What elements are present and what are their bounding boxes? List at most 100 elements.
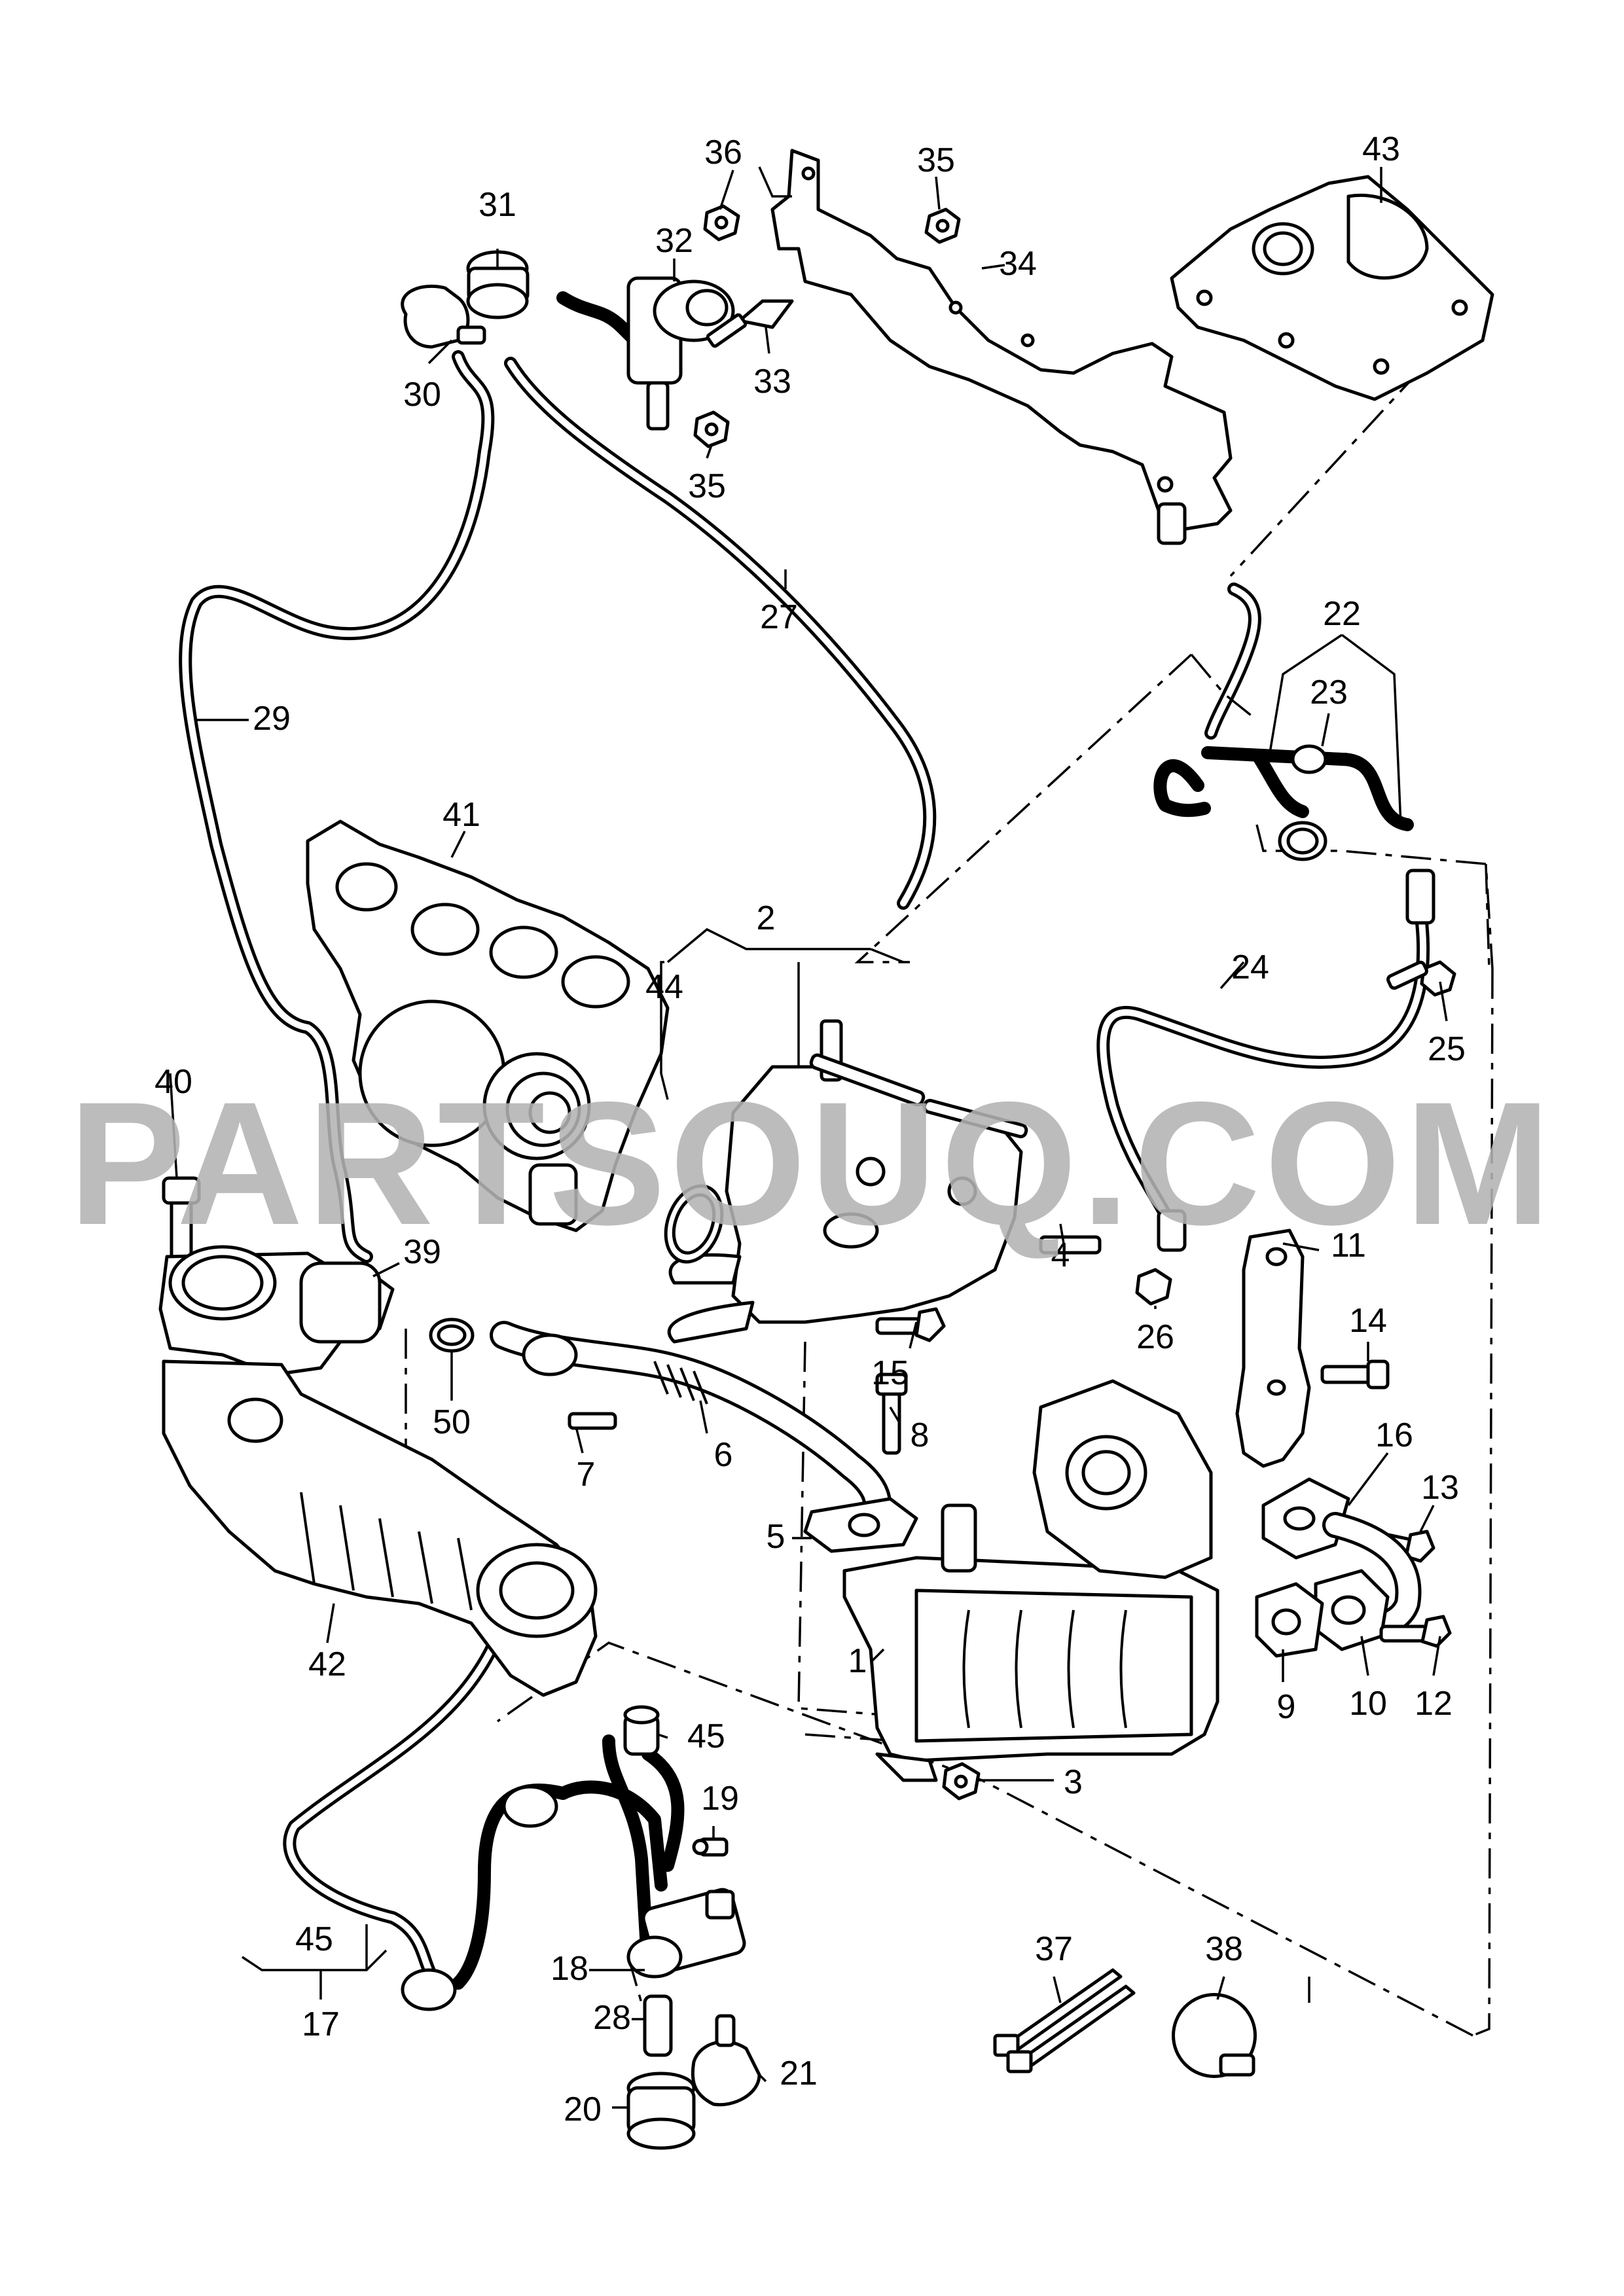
hose-17 <box>283 1630 668 1996</box>
hose-22 <box>1153 746 1414 831</box>
callout-5: 5 <box>767 1518 785 1556</box>
hose-24 <box>1096 870 1430 1237</box>
callout-38: 38 <box>1205 1930 1243 1968</box>
callout-37: 37 <box>1035 1930 1073 1968</box>
callout-50: 50 <box>433 1403 471 1441</box>
callout-14: 14 <box>1349 1302 1387 1340</box>
callout-20: 20 <box>564 2090 602 2128</box>
callout-8: 8 <box>911 1416 929 1454</box>
part-3-nut <box>942 1762 981 1801</box>
callout-27: 27 <box>760 598 798 636</box>
callout-3: 3 <box>1064 1763 1083 1801</box>
callout-24: 24 <box>1231 948 1269 986</box>
part-38-hose-clamp <box>1172 1993 1257 2078</box>
callout-labels: 36 35 43 31 32 34 30 33 35 27 22 23 29 4… <box>154 130 1466 2128</box>
part-35-nut-top <box>924 207 961 244</box>
part-36-nut <box>703 204 740 242</box>
callout-26: 26 <box>1136 1318 1174 1356</box>
watermark: PARTSOUQ.COM <box>69 1065 1555 1261</box>
part-31-cap <box>466 250 530 319</box>
hoses <box>179 291 1430 1996</box>
callout-13: 13 <box>1421 1469 1459 1507</box>
part-1-egr-cooler <box>842 1379 1219 1782</box>
callout-22: 22 <box>1323 595 1361 633</box>
part-7-bolt <box>568 1412 617 1430</box>
callout-29: 29 <box>253 700 291 738</box>
callout-16: 16 <box>1375 1416 1413 1454</box>
part-26-bolt <box>1135 1209 1187 1306</box>
callout-43: 43 <box>1362 130 1400 168</box>
part-44-o-ring <box>664 1184 724 1264</box>
leader-lines <box>169 166 1448 2109</box>
callout-28: 28 <box>593 1999 631 2037</box>
callout-11: 11 <box>1331 1227 1366 1265</box>
part-12-bolt <box>1379 1615 1452 1648</box>
part-20-cap <box>626 2072 696 2150</box>
part-25-bolt <box>1386 869 1456 997</box>
callout-40: 40 <box>154 1063 192 1101</box>
part-10-pipe <box>1314 1512 1422 1651</box>
part-43-head-cover <box>1170 175 1494 401</box>
part-32-valve <box>626 276 735 431</box>
part-33-bolt <box>706 299 794 348</box>
hose-29 <box>179 350 495 1263</box>
part-2-housing <box>667 1019 1028 1344</box>
callout-39: 39 <box>403 1233 441 1271</box>
callout-45-right: 45 <box>687 1717 725 1755</box>
callout-31: 31 <box>478 186 516 224</box>
part-35-nut-lower <box>693 410 730 448</box>
callout-36: 36 <box>704 134 742 171</box>
callout-45-left: 45 <box>295 1920 333 1958</box>
callout-6: 6 <box>714 1436 733 1474</box>
part-14-bolt <box>1320 1359 1390 1390</box>
part-6-pipe <box>490 1321 892 1533</box>
callout-2: 2 <box>757 899 776 937</box>
part-16-gasket <box>1261 1477 1350 1560</box>
callout-32: 32 <box>655 222 693 260</box>
part-11-bracket <box>1235 1229 1311 1468</box>
callout-33: 33 <box>753 363 791 401</box>
part-18-valve <box>626 1888 746 1979</box>
callout-19: 19 <box>701 1780 739 1818</box>
hose-18-19 <box>602 1734 685 1977</box>
callout-30: 30 <box>403 376 441 414</box>
part-37-cable-ties <box>993 1968 1136 2073</box>
callout-4: 4 <box>1051 1236 1070 1274</box>
callout-18: 18 <box>550 1950 588 1988</box>
bolts-4-15 <box>875 1235 1102 1342</box>
part-42-intake-manifold <box>162 1359 598 1697</box>
callout-25: 25 <box>1428 1030 1466 1068</box>
part-9-gasket <box>1255 1582 1324 1658</box>
callout-15: 15 <box>871 1354 909 1392</box>
callout-17: 17 <box>302 2005 340 2043</box>
part-23-valve <box>1278 744 1327 861</box>
part-8-bolt <box>875 1372 908 1455</box>
part-45-cap <box>623 1705 660 1756</box>
callout-41: 41 <box>442 796 480 834</box>
callout-42: 42 <box>308 1645 346 1683</box>
callout-1: 1 <box>848 1642 867 1680</box>
callout-23: 23 <box>1310 673 1348 711</box>
callout-10: 10 <box>1349 1685 1387 1723</box>
callout-34: 34 <box>999 245 1037 283</box>
callout-35-top: 35 <box>917 141 955 179</box>
part-19-clip <box>692 1837 729 1857</box>
callout-35-lower: 35 <box>688 467 726 505</box>
hose-to-valve-32 <box>556 291 668 373</box>
part-28-hose <box>643 1994 673 2057</box>
callout-12: 12 <box>1415 1685 1453 1723</box>
part-41-turbocharger <box>306 819 670 1232</box>
callout-44: 44 <box>645 968 683 1006</box>
callout-21: 21 <box>780 2054 818 2092</box>
part-50-o-ring <box>429 1318 475 1353</box>
hose-27 <box>504 357 937 910</box>
part-30-sensor <box>401 284 486 349</box>
part-5-gasket <box>803 1497 918 1553</box>
part-39-throttle <box>158 1245 395 1376</box>
part-17-clamp <box>401 1785 558 2011</box>
part-21-sensor <box>691 2014 761 2107</box>
callout-9: 9 <box>1277 1688 1296 1726</box>
callout-7: 7 <box>577 1456 596 1494</box>
part-34-heat-shield <box>770 149 1233 545</box>
